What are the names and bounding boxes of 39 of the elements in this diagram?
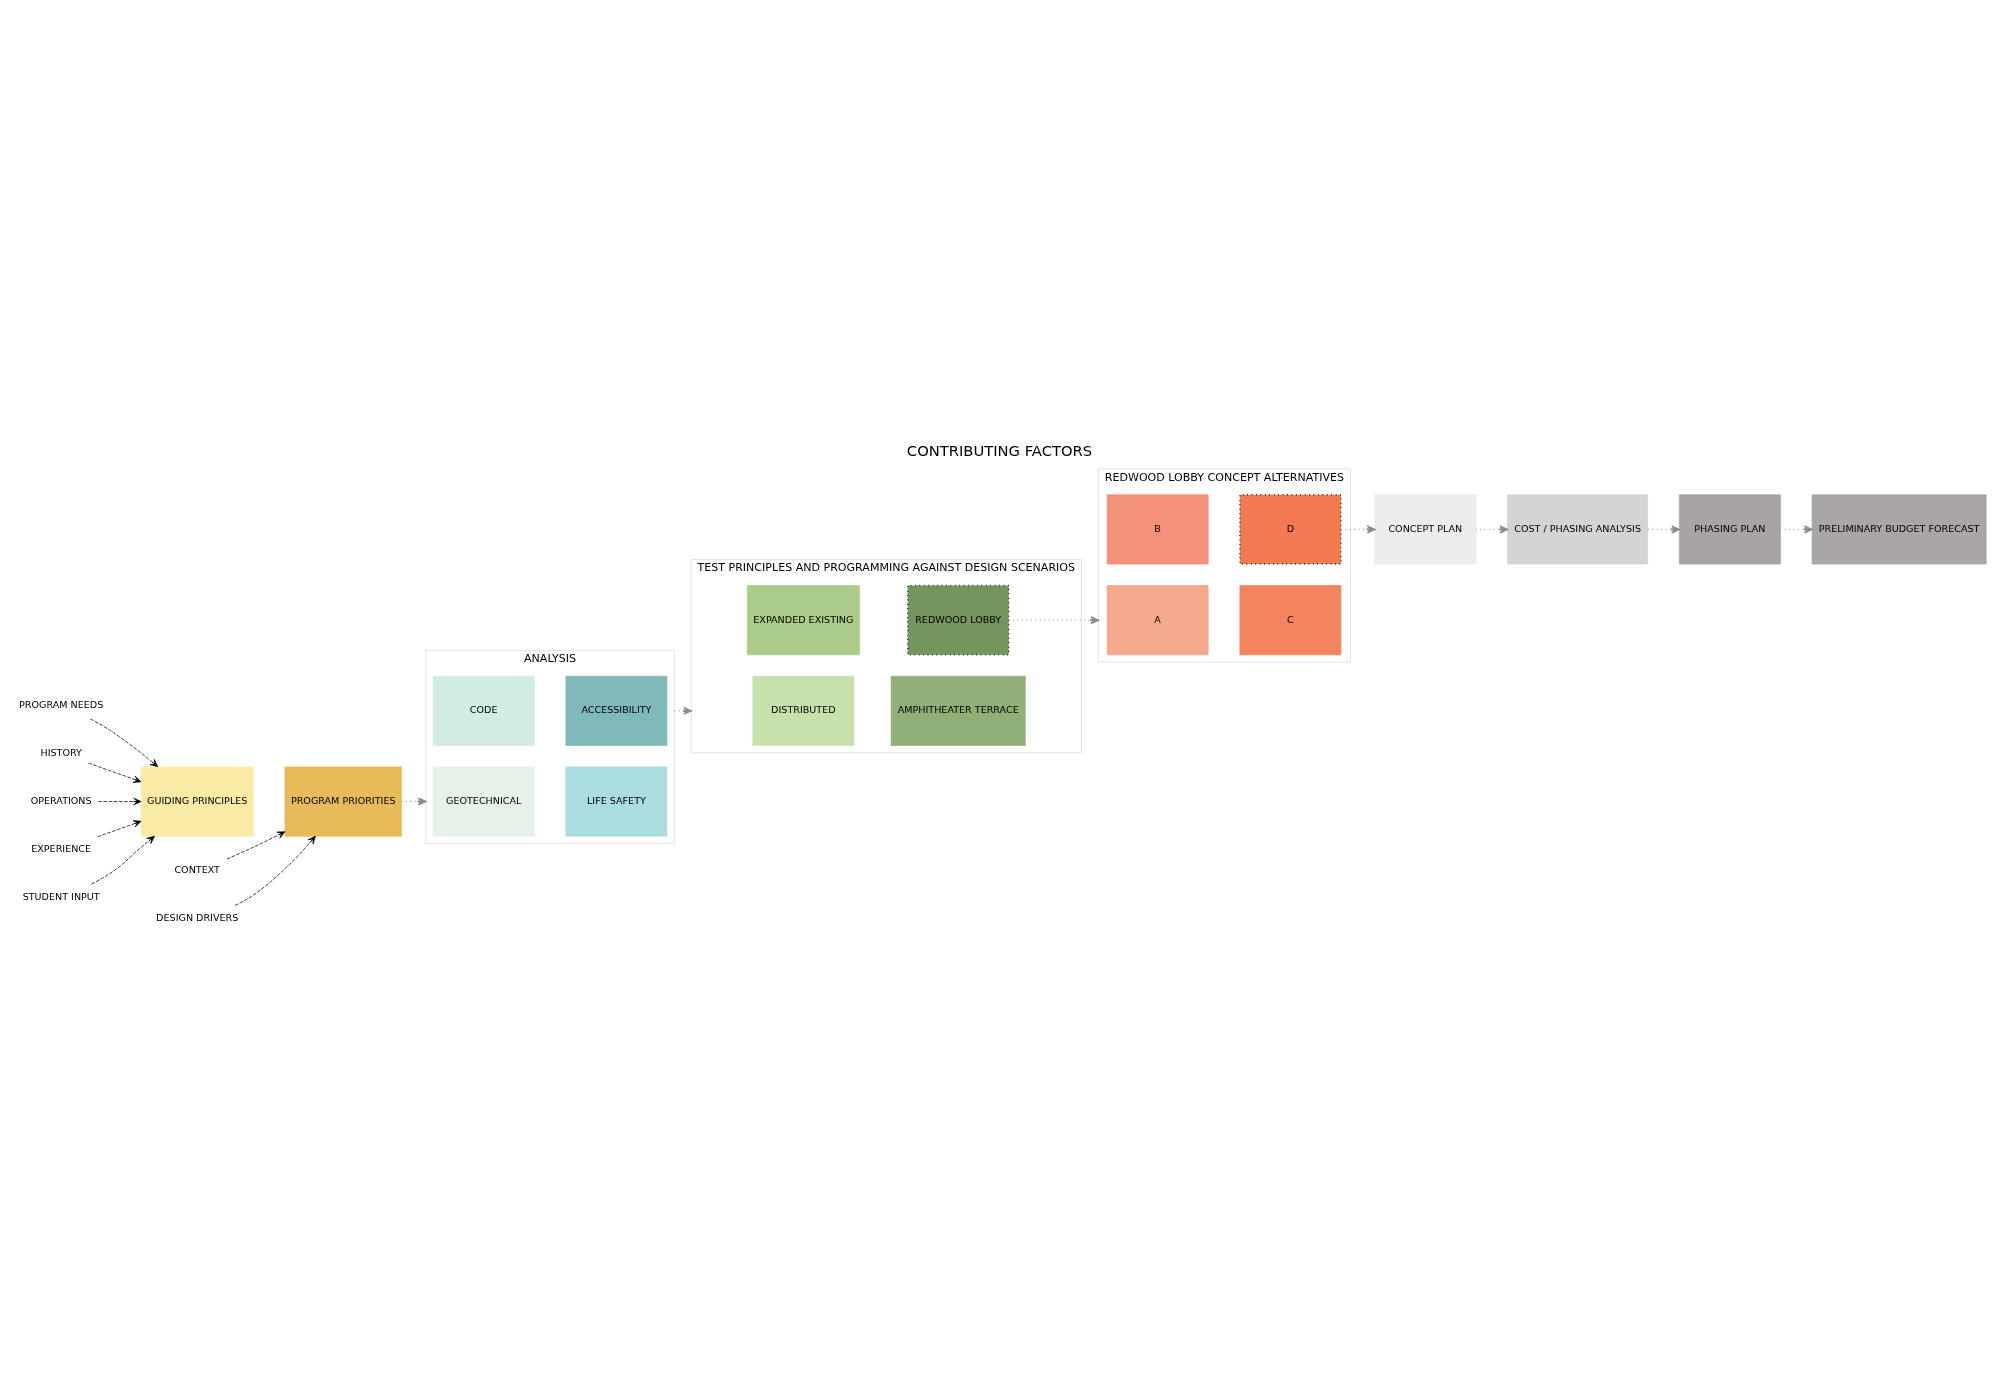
arrow xyxy=(97,820,142,838)
node-box: GEOTECHNICAL xyxy=(432,766,535,837)
node-text: DESIGN DRIVERS xyxy=(156,912,239,924)
node-box: GUIDING PRINCIPLES xyxy=(140,766,254,837)
node-box: B xyxy=(1106,494,1209,565)
arrow xyxy=(1475,525,1509,534)
diagram-title: CONTRIBUTING FACTORS xyxy=(906,441,1093,459)
node-box: EXPANDED EXISTING xyxy=(746,585,860,656)
arrow xyxy=(88,762,142,783)
node-box: PHASING PLAN xyxy=(1679,494,1781,565)
node-box: D xyxy=(1239,494,1342,565)
node-text: CONTEXT xyxy=(174,864,220,876)
node-box: ACCESSIBILITY xyxy=(565,675,668,746)
node-text: EXPERIENCE xyxy=(31,842,92,854)
arrow xyxy=(91,835,155,885)
arrow xyxy=(1340,525,1376,534)
arrow xyxy=(1647,525,1680,534)
arrow xyxy=(1779,525,1813,534)
node-box: CODE xyxy=(432,675,535,746)
node-box: COST / PHASING ANALYSIS xyxy=(1507,494,1649,565)
node-text: HISTORY xyxy=(40,747,82,759)
node-box: AMPHITHEATER TERRACE xyxy=(890,675,1026,746)
arrow xyxy=(90,718,159,768)
node-text: OPERATIONS xyxy=(30,795,92,807)
arrow xyxy=(1008,616,1100,625)
arrow xyxy=(226,831,286,860)
node-box: C xyxy=(1239,585,1342,656)
node-box: LIFE SAFETY xyxy=(565,766,668,837)
node-text: STUDENT INPUT xyxy=(22,890,100,902)
arrow xyxy=(400,797,427,806)
node-box: REDWOOD LOBBY xyxy=(906,584,1010,656)
node-box: PROGRAM PRIORITIES xyxy=(284,766,402,837)
node-text: PROGRAM NEEDS xyxy=(19,699,104,711)
node-box: DISTRIBUTED xyxy=(752,675,855,746)
arrow xyxy=(97,797,142,806)
node-box: CONCEPT PLAN xyxy=(1374,494,1477,565)
node-box: PRELIMINARY BUDGET FORECAST xyxy=(1811,494,1987,565)
node-box: A xyxy=(1106,585,1209,656)
arrow xyxy=(234,835,316,906)
